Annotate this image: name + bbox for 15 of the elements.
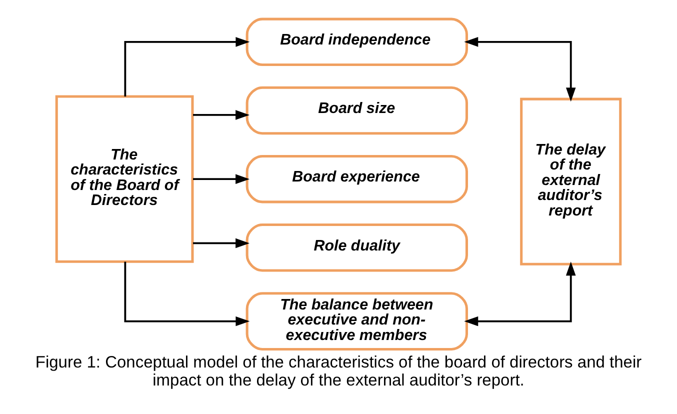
arrow	[193, 238, 250, 248]
node-box: The delay of the external auditor’s report	[520, 98, 622, 266]
arrow	[464, 37, 576, 102]
node-box: Board experience	[246, 154, 468, 204]
node-box: Role duality	[246, 224, 468, 272]
arrow	[464, 262, 576, 326]
arrow	[124, 262, 250, 326]
node-box: Board independence	[246, 18, 468, 66]
caption: Figure 1: Conceptual model of the characteristics of the board of directors and their impact on the delay of the external auditor’s report.	[35, 353, 642, 390]
node-box: Board size	[246, 86, 468, 135]
arrow	[193, 110, 250, 120]
arrow	[193, 174, 250, 184]
node-box: The characteristics of the Board of Directors	[55, 95, 194, 263]
arrow	[124, 37, 250, 97]
node-box: The balance between executive and non-executive members	[246, 292, 468, 350]
